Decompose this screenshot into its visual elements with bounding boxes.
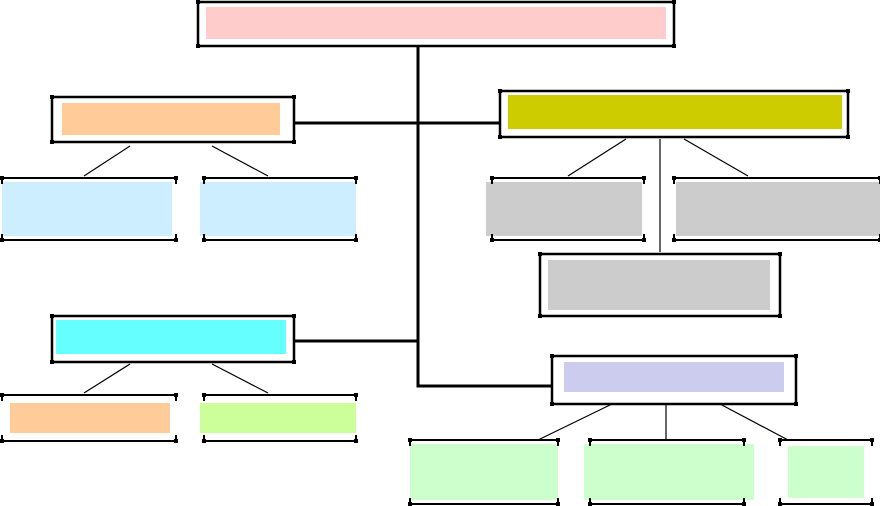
node-fill-right-top-a (486, 182, 642, 236)
node-fill-left-bottom-b (200, 403, 356, 433)
connector-root-to-left-top (294, 46, 420, 125)
connector-left-top-to-left-top-b (211, 145, 269, 177)
node-fill-right-top-b (676, 182, 880, 236)
node-frame-left-top-b (203, 177, 357, 241)
node-frame-right-bottom-a (409, 439, 559, 505)
node-frame-right-bottom-b (589, 439, 745, 505)
connector-right-bottom-to-right-bottom-a (537, 403, 613, 441)
node-right-top-a (486, 176, 646, 242)
node-frame-right-bottom-c (779, 439, 873, 505)
node-right-bottom (550, 354, 798, 406)
connector-root-to-right-bottom (416, 341, 552, 388)
node-frame-left-top-a (1, 177, 177, 241)
connector-right-bottom-to-right-bottom-c (719, 403, 789, 441)
node-fill-left-bottom-a (10, 403, 170, 433)
node-fill-right-bottom-a (410, 444, 558, 500)
node-fill-left-top (62, 103, 280, 135)
node-fill-right-bottom (564, 362, 784, 392)
node-frame-right-top-b (673, 177, 880, 241)
node-left-bottom-b (200, 393, 358, 443)
node-frame-right-top-a (491, 177, 645, 241)
node-right-top-b (672, 176, 880, 242)
node-right-top-c (538, 252, 782, 318)
node-right-bottom-a (408, 438, 560, 506)
connector-left-top-to-left-top-a (83, 145, 131, 177)
node-left-top-b (200, 176, 358, 242)
node-left-top-a (0, 176, 178, 242)
node-fill-left-top-a (2, 182, 172, 236)
node-left-bottom (50, 314, 296, 364)
node-root (196, 0, 676, 48)
node-frame-left-bottom-a (1, 394, 177, 442)
connector-left-bottom-to-left-bottom-a (83, 363, 131, 394)
node-right-bottom-b (584, 438, 754, 506)
node-fill-left-bottom (56, 320, 286, 354)
node-fill-right-top-c (548, 260, 770, 310)
node-fill-right-bottom-b (584, 444, 754, 500)
connector-right-top-to-right-top-b (683, 138, 749, 177)
node-right-bottom-c (778, 438, 874, 506)
node-fill-right-top (508, 95, 842, 129)
node-fill-left-top-b (200, 182, 356, 236)
node-left-bottom-a (0, 393, 178, 443)
connector-right-top-to-right-top-a (567, 138, 627, 177)
node-left-top (50, 95, 296, 144)
connector-left-bottom-to-left-bottom-b (211, 363, 269, 394)
connector-layer (83, 46, 789, 441)
node-fill-right-bottom-c (788, 446, 864, 498)
node-frame-left-bottom-b (203, 394, 357, 442)
node-fill-root (206, 7, 666, 39)
node-right-top (498, 89, 850, 139)
